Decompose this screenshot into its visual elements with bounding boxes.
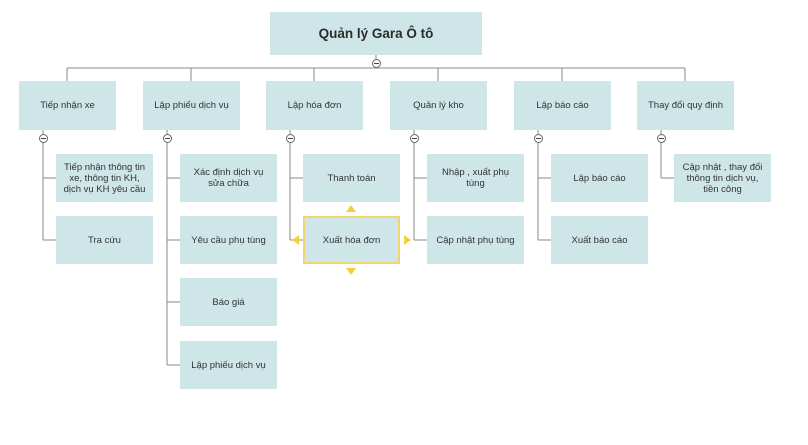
collapse-icon-branch-2[interactable] bbox=[163, 134, 172, 143]
branch-node-quan-ly-kho[interactable]: Quản lý kho bbox=[390, 81, 487, 130]
collapse-icon-branch-4[interactable] bbox=[410, 134, 419, 143]
leaf-node-cap-nhat-thay-doi[interactable]: Cập nhật , thay đổi thông tin dịch vụ, t… bbox=[674, 154, 771, 202]
collapse-icon-branch-1[interactable] bbox=[39, 134, 48, 143]
leaf-node-tiep-nhan-thong-tin[interactable]: Tiếp nhận thông tin xe, thông tin KH, dị… bbox=[56, 154, 153, 202]
leaf-node-bao-gia[interactable]: Báo giá bbox=[180, 278, 277, 326]
leaf-node-xuat-hoa-don[interactable]: Xuất hóa đơn bbox=[303, 216, 400, 264]
resize-handle-up-icon[interactable] bbox=[346, 205, 356, 212]
leaf-node-nhap-xuat-phu-tung[interactable]: Nhập , xuất phụ tùng bbox=[427, 154, 524, 202]
root-node[interactable]: Quản lý Gara Ô tô bbox=[270, 12, 482, 55]
leaf-node-lap-bao-cao[interactable]: Lập báo cáo bbox=[551, 154, 648, 202]
leaf-node-cap-nhat-phu-tung[interactable]: Cập nhật phụ tùng bbox=[427, 216, 524, 264]
branch-node-thay-doi-quy-dinh[interactable]: Thay đổi quy định bbox=[637, 81, 734, 130]
collapse-icon-branch-6[interactable] bbox=[657, 134, 666, 143]
leaf-node-yeu-cau-phu-tung[interactable]: Yêu cầu phụ tùng bbox=[180, 216, 277, 264]
branch-node-lap-bao-cao[interactable]: Lập báo cáo bbox=[514, 81, 611, 130]
leaf-node-tra-cuu[interactable]: Tra cứu bbox=[56, 216, 153, 264]
leaf-node-xac-dinh-dich-vu[interactable]: Xác định dịch vụ sửa chữa bbox=[180, 154, 277, 202]
branch-node-lap-phieu-dich-vu[interactable]: Lập phiếu dịch vụ bbox=[143, 81, 240, 130]
branch-node-lap-hoa-don[interactable]: Lập hóa đơn bbox=[266, 81, 363, 130]
branch-node-tiep-nhan-xe[interactable]: Tiếp nhận xe bbox=[19, 81, 116, 130]
leaf-node-xuat-bao-cao[interactable]: Xuất báo cáo bbox=[551, 216, 648, 264]
resize-handle-left-icon[interactable] bbox=[292, 235, 299, 245]
resize-handle-down-icon[interactable] bbox=[346, 268, 356, 275]
leaf-node-thanh-toan[interactable]: Thanh toán bbox=[303, 154, 400, 202]
collapse-icon-branch-3[interactable] bbox=[286, 134, 295, 143]
collapse-icon-branch-5[interactable] bbox=[534, 134, 543, 143]
leaf-node-lap-phieu-dich-vu[interactable]: Lập phiếu dịch vụ bbox=[180, 341, 277, 389]
collapse-icon-root[interactable] bbox=[372, 59, 381, 68]
resize-handle-right-icon[interactable] bbox=[404, 235, 411, 245]
